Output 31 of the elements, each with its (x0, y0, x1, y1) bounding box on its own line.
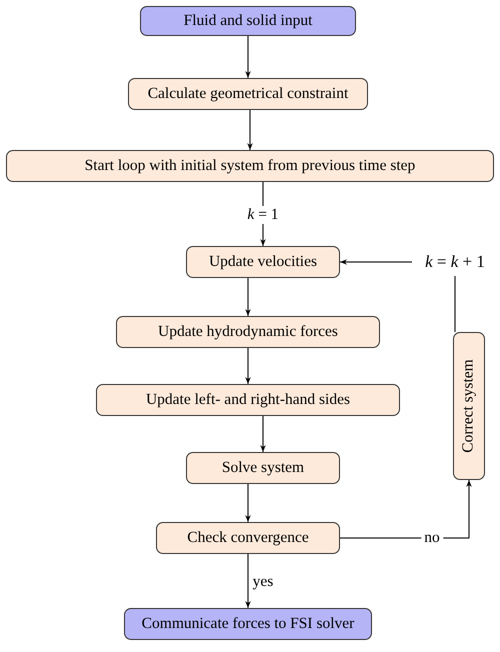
connector-line (454, 276, 456, 332)
process-box (156, 522, 340, 554)
terminal-box (140, 6, 356, 36)
node-text: Start loop with initial system from previous time step (84, 157, 416, 175)
process-box (96, 384, 400, 416)
node-text: Solve system (222, 459, 304, 477)
arrow (245, 484, 251, 522)
process-box (6, 150, 494, 182)
node-text: Update velocities (208, 253, 318, 271)
arrow (260, 416, 266, 452)
arrow (247, 110, 253, 150)
arrow (245, 348, 251, 384)
formula-text: k = k + 1 (425, 252, 485, 272)
node-text: Fluid and solid input (184, 12, 312, 30)
node-text: Update left- and right-hand sides (146, 391, 350, 409)
process-box (116, 316, 380, 348)
process-box (186, 452, 340, 484)
node-text: Correct system (460, 359, 478, 453)
process-box (128, 78, 368, 110)
arrow (245, 36, 251, 78)
process-box (186, 246, 340, 278)
process-box (453, 332, 485, 480)
arrow (245, 278, 251, 316)
node-text: Update hydrodynamic forces (158, 323, 338, 341)
arrow (340, 480, 472, 538)
node-text: Communicate forces to FSI solver (142, 615, 354, 633)
node-text: Check convergence (187, 529, 309, 547)
arrow (340, 259, 412, 265)
node-text: Calculate geometrical constraint (148, 85, 348, 103)
terminal-box (124, 608, 372, 640)
arrow (245, 554, 251, 608)
